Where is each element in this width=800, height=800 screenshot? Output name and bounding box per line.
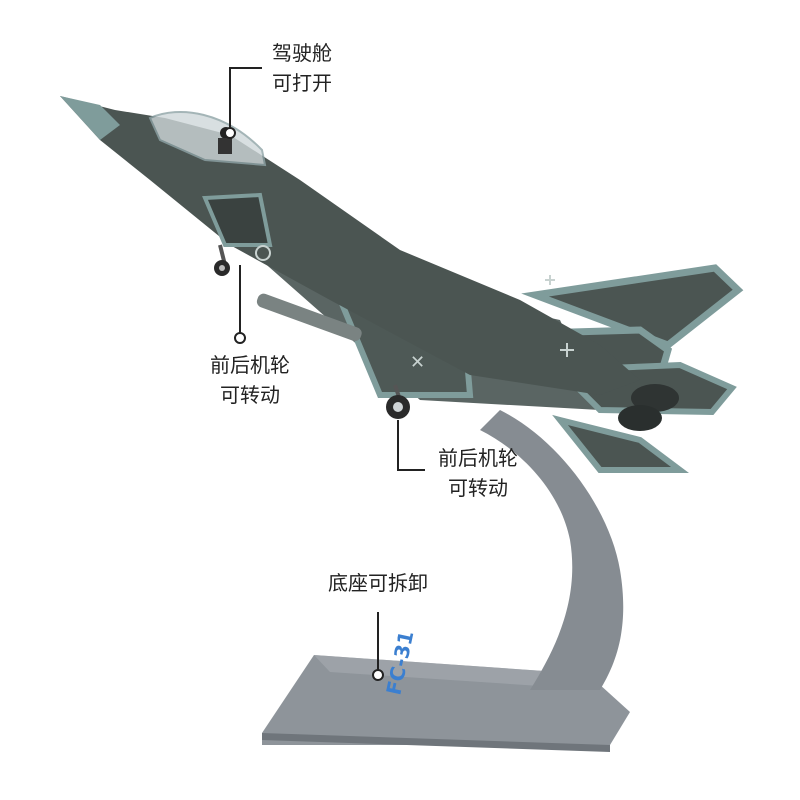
ventral-fin — [552, 414, 689, 473]
callout-gear-right-line2: 可转动 — [448, 476, 508, 500]
callout-cockpit-line1: 驾驶舱 — [272, 41, 332, 65]
cockpit-canopy — [148, 111, 267, 167]
underwing-pylon — [256, 293, 362, 342]
callout-gear-right-line1: 前后机轮 — [438, 446, 518, 470]
stand-arm — [480, 410, 624, 690]
fuselage — [60, 96, 640, 395]
callout-gear-left-line1: 前后机轮 — [210, 353, 290, 377]
nose-tip — [60, 96, 120, 140]
main-landing-gear — [386, 384, 410, 419]
callout-landing-gear-left: 前后机轮 可转动 — [200, 350, 300, 410]
leader-lines — [224, 67, 425, 681]
callout-base-detachable: 底座可拆卸 — [318, 568, 438, 598]
callout-landing-gear-right: 前后机轮 可转动 — [428, 443, 528, 503]
air-intake — [202, 192, 273, 247]
engine-nozzles — [618, 384, 679, 431]
insignia-markings — [255, 245, 574, 357]
callout-cockpit-line2: 可打开 — [272, 71, 332, 95]
callout-base-line1: 底座可拆卸 — [328, 571, 428, 595]
callout-cockpit-openable: 驾驶舱 可打开 — [262, 38, 342, 98]
leader-cockpit — [229, 67, 262, 128]
svg-text:✕: ✕ — [410, 352, 425, 373]
callout-gear-left-line2: 可转动 — [220, 383, 280, 407]
leader-gear-right — [397, 420, 425, 471]
front-landing-gear — [214, 244, 230, 276]
